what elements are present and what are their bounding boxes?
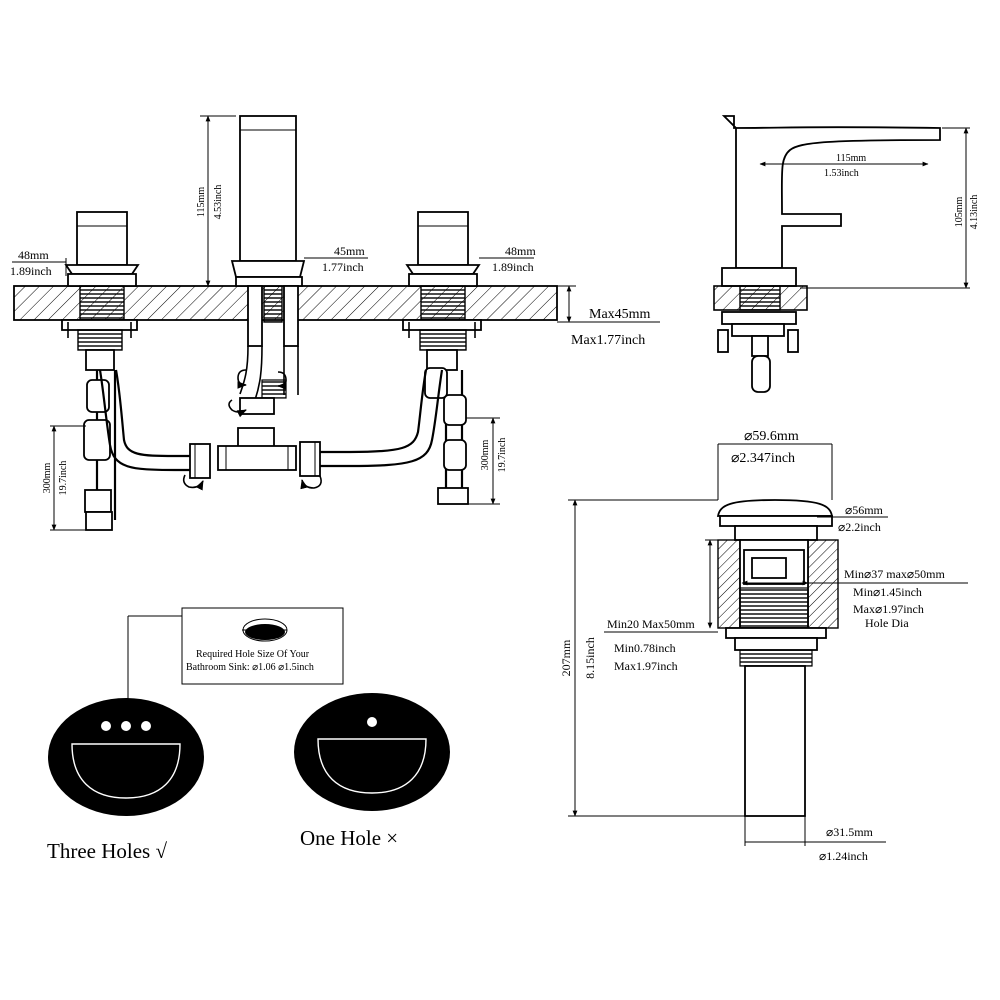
spout-width-dimension: 45mm 1.77inch: [304, 244, 368, 274]
drain-hole-dimension: Min⌀37 max⌀50mm Min⌀1.45inch Max⌀1.97inc…: [741, 567, 968, 630]
deck-thickness-mm: Max45mm: [589, 307, 651, 322]
drain-height-inch: 8.15inch: [583, 637, 597, 679]
drain-thickness-dimension: Min20 Max50mm Min0.78inch Max1.97inch: [604, 539, 718, 673]
drain-cap: [716, 499, 834, 517]
one-hole-sink: One Hole ×: [294, 693, 450, 850]
side-height-mm: 105mm: [954, 197, 965, 228]
note-line-1: Required Hole Size Of Your: [196, 649, 310, 660]
thickness-range-inch-min: Min0.78inch: [614, 641, 676, 655]
front-view: 115mm 4.53inch 48mm 1.89inch 45mm 1.77in…: [10, 115, 660, 531]
drain-height-mm: 207mm: [559, 639, 573, 676]
drain-body-diameter-inch: ⌀2.2inch: [838, 520, 881, 534]
left-handle-width-dimension: 48mm 1.89inch: [10, 248, 67, 278]
note-line-2: Bathroom Sink: ⌀1.06 ⌀1.5inch: [186, 662, 314, 673]
hole-range-inch-min: Min⌀1.45inch: [853, 585, 922, 599]
spout-height-mm: 115mm: [196, 187, 207, 217]
left-handle-width-inch: 1.89inch: [10, 264, 52, 278]
hole-range-inch-max: Max⌀1.97inch: [853, 602, 924, 616]
side-reach-mm: 115mm: [836, 153, 866, 164]
sink-hole-note: Required Hole Size Of Your Bathroom Sink…: [127, 607, 344, 704]
drain-tail-dimension: ⌀31.5mm ⌀1.24inch: [744, 816, 886, 863]
deck-thickness-dimension: Max45mm Max1.77inch: [557, 285, 660, 348]
thickness-range-inch-max: Max1.97inch: [614, 659, 678, 673]
drain-cap-diameter-inch: ⌀2.347inch: [731, 451, 795, 466]
left-handle: [61, 211, 140, 351]
three-holes-label: Three Holes √: [47, 839, 167, 863]
hole-range-mm: Min⌀37 max⌀50mm: [844, 567, 945, 581]
three-holes-sink: Three Holes √: [47, 698, 204, 863]
drain-body-dimension: ⌀56mm ⌀2.2inch: [817, 503, 888, 534]
drain-cap-diameter-mm: ⌀59.6mm: [744, 429, 799, 444]
left-handle-width-mm: 48mm: [18, 248, 49, 262]
side-height-inch: 4.13inch: [969, 195, 980, 230]
tail-diameter-inch: ⌀1.24inch: [819, 849, 868, 863]
spout-width-mm: 45mm: [334, 244, 365, 258]
right-hose-length-mm: 300mm: [480, 440, 491, 471]
side-reach-inch: 1.53inch: [824, 168, 859, 179]
spout-height-inch: 4.53inch: [213, 185, 224, 220]
left-hose-length-mm: 300mm: [42, 463, 53, 494]
right-hose-length-dimension: 300mm 19.7inch: [466, 417, 508, 505]
side-height-dimension: 105mm 4.13inch: [800, 127, 980, 289]
left-hose-length-dimension: 300mm 19.7inch: [42, 425, 86, 531]
right-handle-width-dimension: 48mm 1.89inch: [479, 244, 536, 274]
left-hose-assembly: [83, 349, 211, 531]
side-view: 115mm 1.53inch 105mm 4.13inch: [713, 115, 980, 393]
right-handle-width-inch: 1.89inch: [492, 260, 534, 274]
right-hose-length-inch: 19.7inch: [497, 438, 508, 473]
drain-cap-dimension: ⌀59.6mm ⌀2.347inch: [717, 429, 833, 500]
spout-height-dimension: 115mm 4.53inch: [196, 115, 236, 287]
drain-height-dimension: 207mm 8.15inch: [559, 499, 745, 817]
deck-thickness-inch: Max1.77inch: [571, 333, 645, 348]
drain-view: ⌀59.6mm ⌀2.347inch ⌀56mm ⌀2.2inch Min⌀37…: [559, 429, 968, 863]
one-hole-label: One Hole ×: [300, 826, 398, 850]
right-handle-width-mm: 48mm: [505, 244, 536, 258]
side-faucet-body: [721, 115, 941, 269]
drain-body-diameter-mm: ⌀56mm: [845, 503, 884, 517]
right-handle: [402, 211, 482, 351]
left-hose-length-inch: 19.7inch: [58, 461, 69, 496]
hole-range-note: Hole Dia: [865, 616, 909, 630]
spout-width-inch: 1.77inch: [322, 260, 364, 274]
center-tee: [217, 427, 297, 471]
side-reach-dimension: 115mm 1.53inch: [759, 153, 929, 179]
center-spout: [228, 115, 306, 418]
right-hose-assembly: [299, 349, 469, 505]
thickness-range-mm: Min20 Max50mm: [607, 617, 695, 631]
tail-diameter-mm: ⌀31.5mm: [826, 825, 874, 839]
